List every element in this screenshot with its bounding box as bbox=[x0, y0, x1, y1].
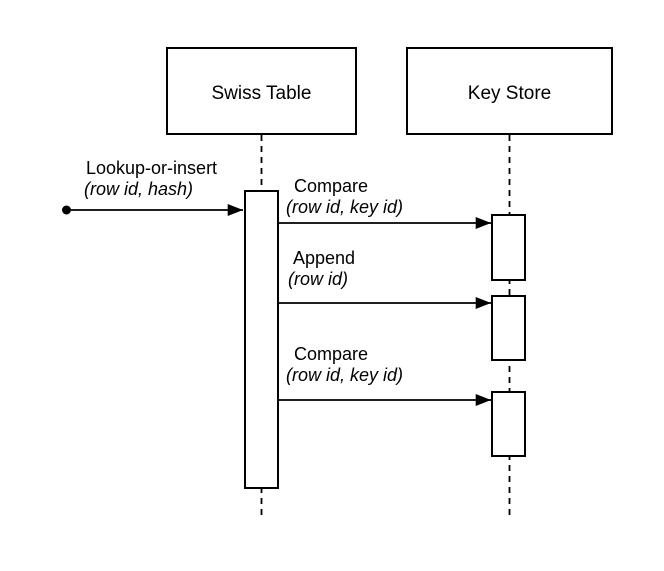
message-label-compare-2: Compare (row id, key id) bbox=[286, 344, 403, 386]
message-label-append: Append (row id) bbox=[288, 248, 356, 290]
activation-bar-swiss-table bbox=[244, 190, 279, 489]
actor-label-key-store: Key Store bbox=[467, 82, 552, 104]
actor-box-key-store: Key Store bbox=[406, 47, 613, 135]
message-name: Lookup-or-insert bbox=[86, 158, 218, 178]
message-name: Compare bbox=[294, 344, 369, 364]
message-args: (row id, key id) bbox=[286, 197, 404, 217]
message-name: Compare bbox=[294, 176, 369, 196]
message-label-compare-1: Compare (row id, key id) bbox=[286, 176, 403, 218]
activation-bar-key-store-3 bbox=[491, 391, 526, 457]
start-circle-icon bbox=[62, 205, 71, 215]
actor-label-swiss-table: Swiss Table bbox=[211, 82, 312, 104]
message-args: (row id) bbox=[288, 269, 349, 289]
message-args: (row id, hash) bbox=[84, 179, 194, 199]
message-args: (row id, key id) bbox=[286, 365, 404, 385]
actor-box-swiss-table: Swiss Table bbox=[166, 47, 357, 135]
message-label-lookup-or-insert: Lookup-or-insert (row id, hash) bbox=[84, 158, 218, 200]
activation-bar-key-store-2 bbox=[491, 295, 526, 361]
activation-bar-key-store-1 bbox=[491, 214, 526, 281]
message-name: Append bbox=[293, 248, 356, 268]
